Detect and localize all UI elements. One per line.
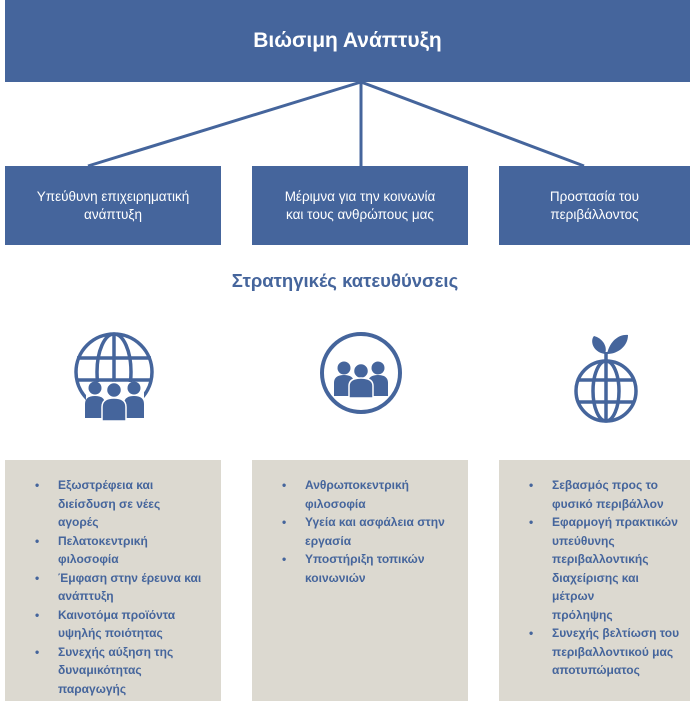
direction-text: Έμφαση στην έρευνα και ανάπτυξη: [58, 570, 202, 604]
direction-item: Σεβασμός προς το φυσικό περιβάλλον: [521, 476, 684, 513]
direction-text: Καινοτόμα προϊόντα υψηλής ποιότητας: [58, 607, 176, 641]
main-title-box: Βιώσιμη Ανάπτυξη: [5, 0, 690, 82]
direction-item: Συνεχής αύξηση της δυναμικότητας παραγωγ…: [27, 643, 215, 699]
pillar-environment: Προστασία του περιβάλλοντος: [499, 166, 690, 245]
pillar-label-line: Μέριμνα για την κοινωνία: [284, 188, 436, 204]
pillar-label-line: ανάπτυξη: [84, 206, 142, 222]
pillar-responsible-business: Υπεύθυνη επιχειρηματική ανάπτυξη: [5, 166, 221, 245]
direction-text: Εφαρμογή πρακτικών υπεύθυνης περιβαλλοντ…: [552, 515, 678, 622]
pillar-label-line: Υπεύθυνη επιχειρηματική: [36, 188, 190, 204]
directions-panel-society: Ανθρωποκεντρική φιλοσοφία Υγεία και ασφά…: [252, 460, 468, 701]
direction-item: Καινοτόμα προϊόντα υψηλής ποιότητας: [27, 606, 215, 643]
connector-line-right: [360, 80, 585, 168]
direction-item: Υποστήριξη τοπικών κοινωνιών: [274, 550, 462, 587]
main-title: Βιώσιμη Ανάπτυξη: [253, 29, 442, 52]
direction-text: Συνεχής βελτίωση του περιβαλλοντικού μας…: [552, 626, 680, 677]
globe-people-icon: [74, 332, 154, 422]
pillar-society-people: Μέριμνα για την κοινωνία και τους ανθρώπ…: [252, 166, 468, 245]
direction-text: Πελατοκεντρική φιλοσοφία: [58, 533, 148, 567]
direction-item: Εξωστρέφεια και διείσδυση σε νέες αγορές: [27, 476, 215, 532]
pillar-label-line: και τους ανθρώπους μας: [286, 206, 434, 222]
directions-panel-business: Εξωστρέφεια και διείσδυση σε νέες αγορές…: [5, 460, 221, 701]
direction-item: Έμφαση στην έρευνα και ανάπτυξη: [27, 569, 215, 606]
direction-item: Ανθρωποκεντρική φιλοσοφία: [274, 476, 462, 513]
direction-text: Εξωστρέφεια και διείσδυση σε νέες αγορές: [58, 478, 161, 529]
strategy-title: Στρατηγικές κατευθύνσεις: [231, 270, 459, 291]
leaf-globe-icon: [574, 334, 638, 423]
connector-line-left: [87, 80, 362, 168]
directions-list: Εξωστρέφεια και διείσδυση σε νέες αγορές…: [5, 460, 221, 698]
direction-text: Υποστήριξη τοπικών κοινωνιών: [305, 552, 425, 585]
pillar-label-line: περιβάλλοντος: [550, 206, 639, 222]
direction-text: Συνεχής αύξηση της δυναμικότητας παραγωγ…: [58, 644, 174, 696]
directions-panel-environment: Σεβασμός προς το φυσικό περιβάλλον Εφαρμ…: [499, 460, 690, 701]
pillar-label-line: Προστασία του: [549, 188, 640, 204]
people-circle-icon: [320, 332, 402, 414]
direction-text: Υγεία και ασφάλεια στην εργασία: [305, 515, 445, 548]
direction-text: Ανθρωποκεντρική φιλοσοφία: [305, 478, 409, 511]
direction-item: Πελατοκεντρική φιλοσοφία: [27, 532, 215, 569]
direction-item: Εφαρμογή πρακτικών υπεύθυνης περιβαλλοντ…: [521, 513, 684, 624]
directions-list: Ανθρωποκεντρική φιλοσοφία Υγεία και ασφά…: [252, 460, 468, 587]
direction-text: Σεβασμός προς το φυσικό περιβάλλον: [552, 478, 664, 511]
direction-item: Υγεία και ασφάλεια στην εργασία: [274, 513, 462, 550]
direction-item: Συνεχής βελτίωση του περιβαλλοντικού μας…: [521, 624, 684, 680]
directions-list: Σεβασμός προς το φυσικό περιβάλλον Εφαρμ…: [499, 460, 690, 680]
